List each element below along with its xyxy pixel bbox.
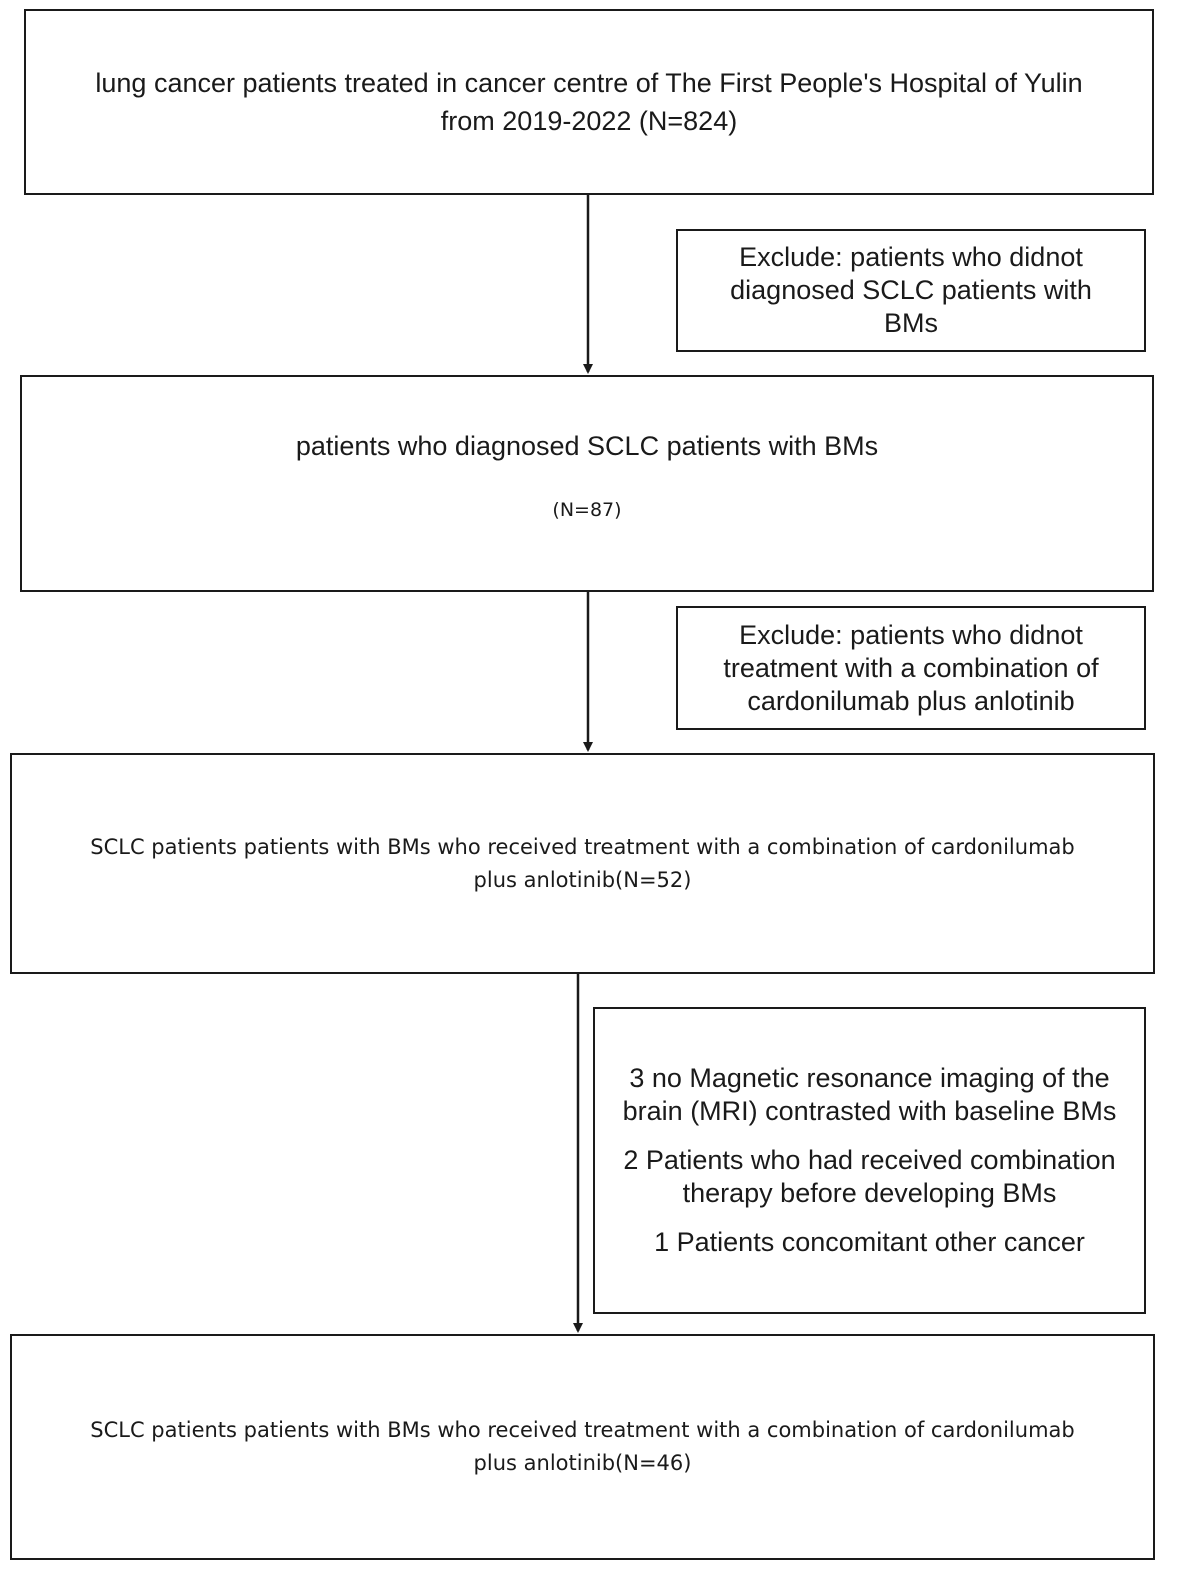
exclusion2-line2: treatment with a combination of [723,652,1099,683]
exclusion3-item1-line2: brain (MRI) contrasted with baseline BMs [622,1096,1117,1126]
box2-line1: patients who diagnosed SCLC patients wit… [295,431,879,461]
exclusion3-item3-line1: 1 Patients concomitant other cancer [654,1227,1085,1257]
box3-line1: SCLC patients patients with BMs who rece… [90,834,1075,859]
exclusion3-item-3: 1 Patients concomitant other cancer [654,1226,1085,1259]
box4-line2: plus anlotinib(N=46) [473,1451,692,1475]
cohort-box-final-46: SCLC patients patients with BMs who rece… [10,1334,1155,1560]
exclusion3-item1-line1: 3 no Magnetic resonance imaging of the [629,1063,1110,1093]
exclusion2-line3: cardonilumab plus anlotinib [747,685,1075,716]
box4-line1: SCLC patients patients with BMs who rece… [90,1418,1075,1442]
exclusion-box-2: Exclude: patients who didnot treatment w… [676,606,1146,730]
box1-line2: from 2019-2022 (N=824) [440,106,738,136]
exclusion3-item2-line1: 2 Patients who had received combination [623,1145,1116,1175]
exclusion1-line3: BMs [884,308,938,338]
cohort-box-all-patients: lung cancer patients treated in cancer c… [24,9,1154,195]
exclusion3-item-1: 3 no Magnetic resonance imaging of the b… [623,1062,1117,1128]
exclusion3-item2-line2: therapy before developing BMs [682,1178,1057,1208]
exclusion2-line1: Exclude: patients who didnot [739,619,1083,650]
exclusion1-line2: diagnosed SCLC patients with [730,275,1092,305]
box2-count: (N=87) [552,499,622,521]
exclusion-box-3: 3 no Magnetic resonance imaging of the b… [593,1007,1146,1314]
exclusion1-line1: Exclude: patients who didnot [739,242,1083,272]
exclusion3-item-2: 2 Patients who had received combination … [623,1144,1115,1210]
box3-line2: plus anlotinib(N=52) [473,867,692,892]
cohort-box-sclc-bms: patients who diagnosed SCLC patients wit… [20,375,1154,592]
exclusion-box-1: Exclude: patients who didnot diagnosed S… [676,229,1146,352]
cohort-box-treated-52: SCLC patients patients with BMs who rece… [10,753,1155,974]
box1-line1: lung cancer patients treated in cancer c… [95,68,1083,98]
